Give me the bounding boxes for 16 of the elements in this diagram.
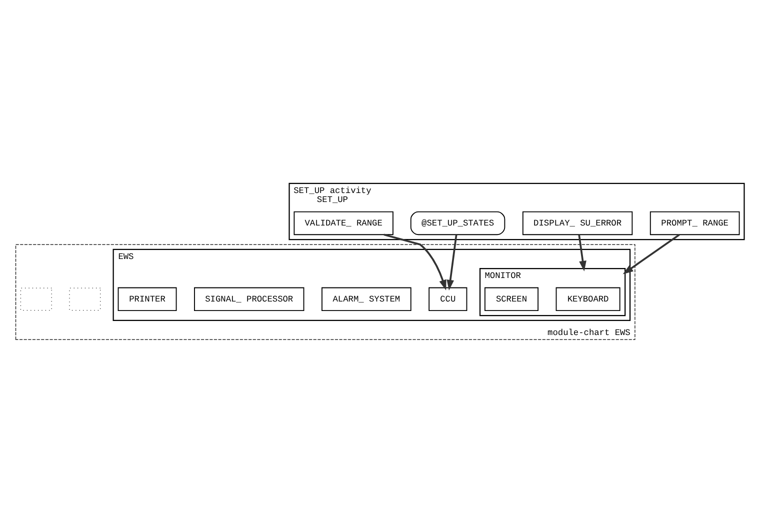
node-box: DISPLAY_ SU_ERROR	[522, 210, 633, 235]
node-box	[69, 287, 101, 310]
node-box: SCREEN	[484, 286, 538, 311]
node-box: VALIDATE_ RANGE	[294, 210, 394, 235]
arrow	[384, 233, 446, 290]
node-box: PROMPT_ RANGE	[650, 210, 740, 235]
node-box: SIGNAL_ PROCESSOR	[194, 286, 304, 311]
arrow	[446, 234, 458, 290]
node-box: ALARM_ SYSTEM	[322, 286, 412, 311]
node-box: @SET_UP_STATES	[410, 210, 506, 235]
node-box: CCU	[428, 286, 468, 311]
node-box: KEYBOARD	[556, 286, 620, 311]
arrow	[622, 233, 680, 274]
arrow	[578, 234, 586, 271]
node-box: PRINTER	[118, 286, 177, 311]
node-box	[20, 287, 52, 310]
